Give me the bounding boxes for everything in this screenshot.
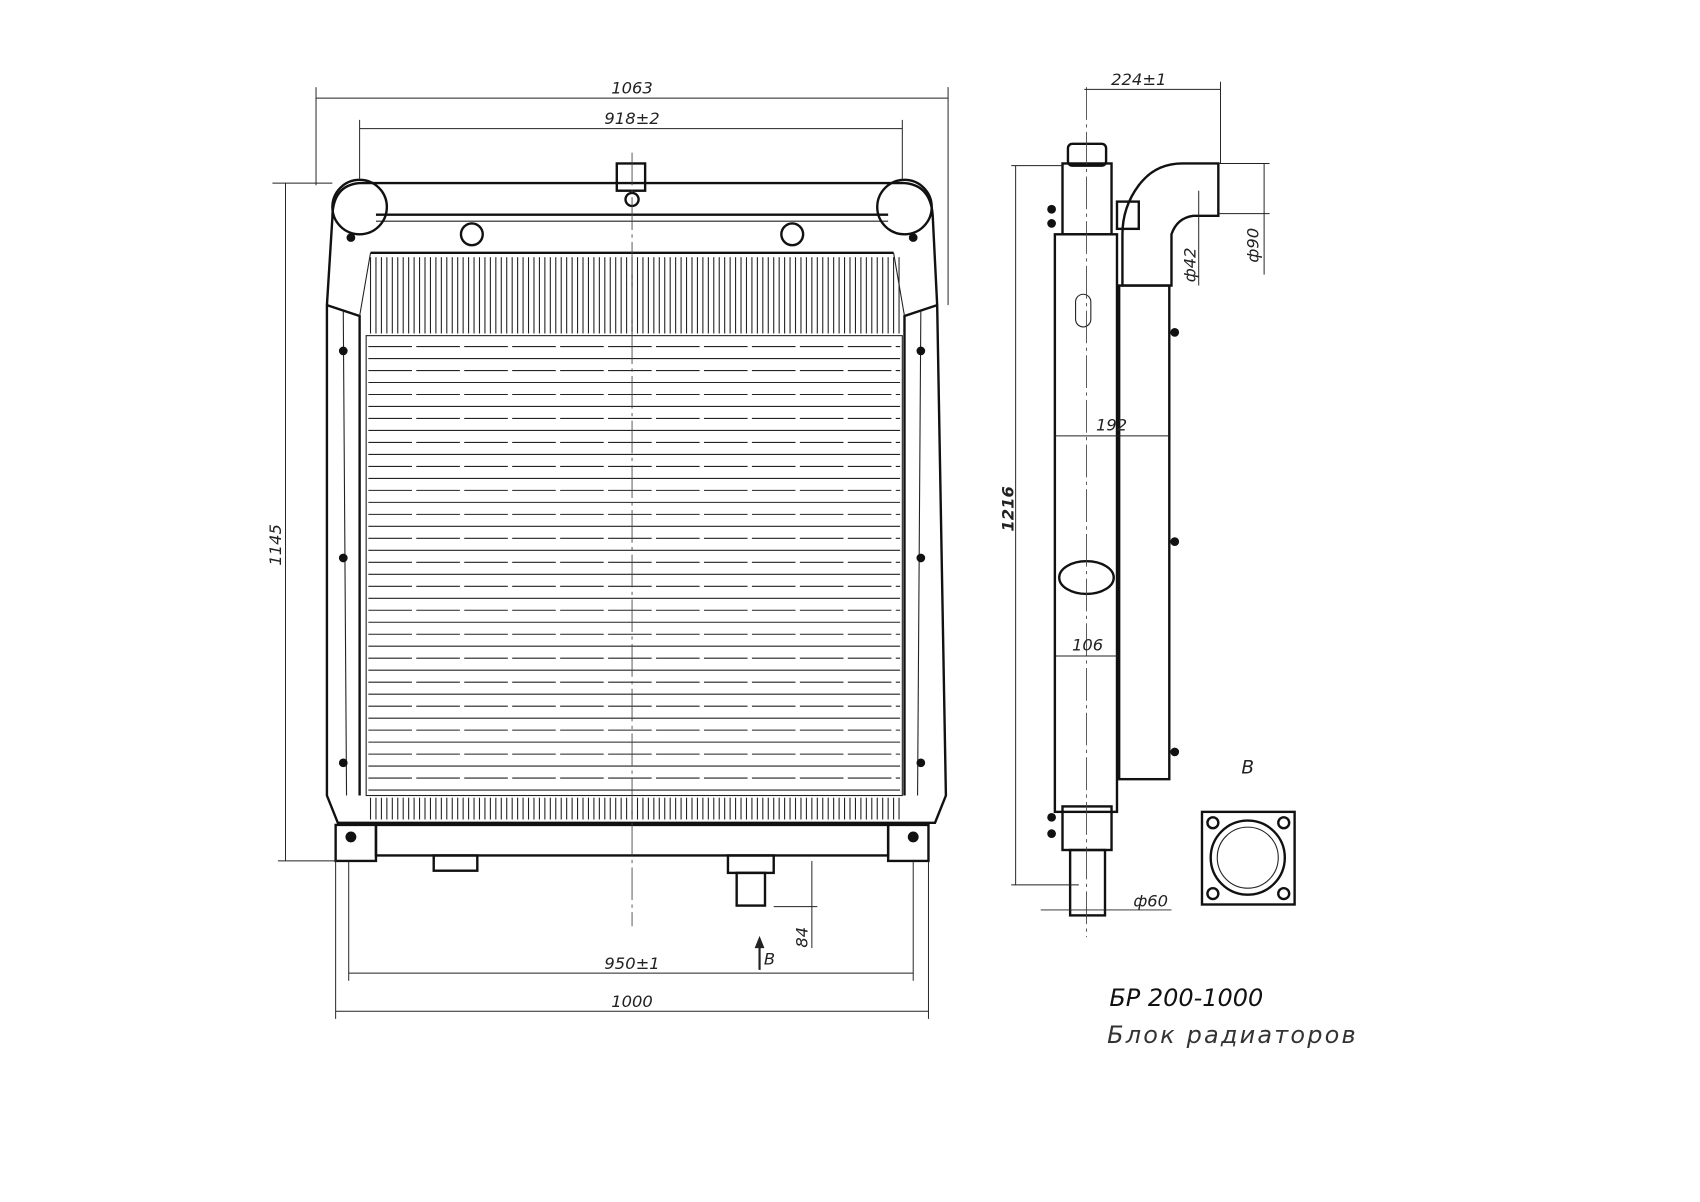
side-cap [1066, 142, 1108, 167]
side-view: 224±1 ф90 ф42 1216 192 106 ф60 [998, 70, 1270, 938]
dim-mount-width: 950±1 [604, 954, 659, 973]
dim-depth-top: 224±1 [1111, 70, 1166, 89]
dim-overall-width: 1063 [611, 79, 653, 98]
dim-depth-106: 106 [1072, 636, 1103, 655]
detail-view-b: B [1200, 758, 1296, 906]
dim-outlet-height: 84 [793, 927, 812, 948]
front-view: 1063 918±2 1145 950±1 1000 84 B [266, 79, 949, 1019]
dim-diameter-42: ф42 [1180, 247, 1199, 282]
inlet-elbow [1121, 162, 1220, 287]
dim-side-height: 1216 [998, 486, 1017, 531]
side-tank [1053, 233, 1119, 814]
detail-label: B [1241, 758, 1254, 779]
drawing-code: БР 200-1000 [1109, 984, 1263, 1012]
right-tank-end [876, 178, 933, 236]
dim-base-width: 1000 [611, 992, 653, 1011]
bottom-outlet [735, 871, 767, 907]
dim-diameter-60: ф60 [1133, 892, 1168, 911]
filler-cap [615, 162, 647, 192]
side-outlet [1068, 848, 1107, 917]
dim-depth-192: 192 [1096, 415, 1127, 434]
view-marker-b: B [764, 949, 775, 968]
left-tank-end [331, 178, 389, 236]
dim-tank-width: 918±2 [604, 109, 659, 128]
dim-height: 1145 [266, 524, 285, 566]
dim-diameter-90: ф90 [1244, 228, 1263, 263]
drawing-name: Блок радиаторов [1107, 1021, 1358, 1049]
